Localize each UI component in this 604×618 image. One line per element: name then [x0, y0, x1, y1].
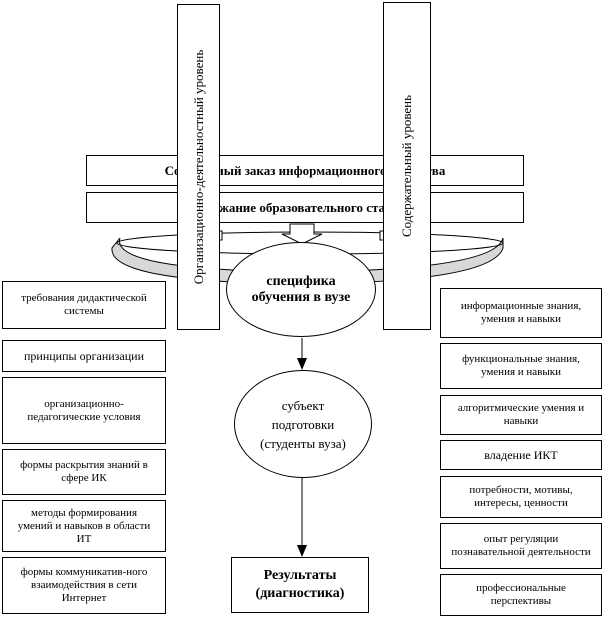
right-box-label: владение ИКТ: [484, 447, 558, 462]
right-box-3: алгоритмические умения и навыки: [440, 395, 602, 435]
left-box-label: формы раскрытия знаний в сфере ИК: [20, 459, 148, 484]
left-box-label: формы коммуникатив-ного взаимодействия в…: [20, 566, 148, 604]
right-box-4: владение ИКТ: [440, 440, 602, 470]
left-box-3: организационно-педагогические условия: [2, 377, 166, 444]
results-box: Результаты (диагностика): [231, 557, 369, 613]
arrow-head-2: [297, 545, 307, 557]
left-box-label: принципы организации: [23, 348, 145, 363]
subject-label: субъект подготовки (студенты вуза): [260, 397, 346, 451]
left-box-label: методы формирования умений и навыков в о…: [17, 506, 151, 545]
content-level-bar: Содержательный уровень: [383, 2, 431, 330]
results-label: Результаты (диагностика): [255, 568, 345, 601]
social-order-band: Социальный заказ информационного обществ…: [86, 155, 524, 186]
left-box-4: формы раскрытия знаний в сфере ИК: [2, 449, 166, 495]
content-level-label: Содержательный уровень: [399, 94, 414, 238]
right-box-label: функциональные знания, умения и навыки: [462, 353, 580, 378]
right-box-5: потребности, мотивы, интересы, ценности: [440, 476, 602, 518]
right-box-label: информационные знания, умения и навыки: [460, 300, 582, 325]
right-box-label: профессиональные перспективы: [476, 582, 566, 607]
left-box-6: формы коммуникатив-ного взаимодействия в…: [2, 557, 166, 614]
specifics-ellipse: специфика обучения в вузе: [226, 242, 376, 337]
right-box-2: функциональные знания, умения и навыки: [440, 343, 602, 389]
specifics-label: специфика обучения в вузе: [251, 273, 351, 305]
social-order-label: Социальный заказ информационного обществ…: [164, 162, 446, 178]
left-box-label: организационно-педагогические условия: [27, 397, 141, 423]
right-box-label: опыт регуляции познавательной деятельнос…: [451, 533, 591, 558]
arrow-head-1: [297, 358, 307, 370]
left-box-2: принципы организации: [2, 340, 166, 372]
right-box-label: потребности, мотивы, интересы, ценности: [469, 484, 573, 509]
left-box-label: требования дидактической системы: [21, 292, 147, 317]
content-standard-band: Содержание образовательного стандарта: [86, 192, 524, 223]
left-box-1: требования дидактической системы: [2, 281, 166, 329]
right-box-1: информационные знания, умения и навыки: [440, 288, 602, 338]
organizational-level-label: Организационно-деятельностный уровень: [190, 49, 206, 285]
right-box-6: опыт регуляции познавательной деятельнос…: [440, 523, 602, 569]
content-standard-label: Содержание образовательного стандарта: [184, 199, 426, 215]
right-box-7: профессиональные перспективы: [440, 574, 602, 616]
hollow-arrow: [281, 223, 323, 245]
organizational-level-bar: Организационно-деятельностный уровень: [177, 4, 220, 330]
right-box-label: алгоритмические умения и навыки: [457, 402, 585, 427]
left-box-5: методы формирования умений и навыков в о…: [2, 500, 166, 552]
subject-ellipse: субъект подготовки (студенты вуза): [234, 370, 372, 478]
